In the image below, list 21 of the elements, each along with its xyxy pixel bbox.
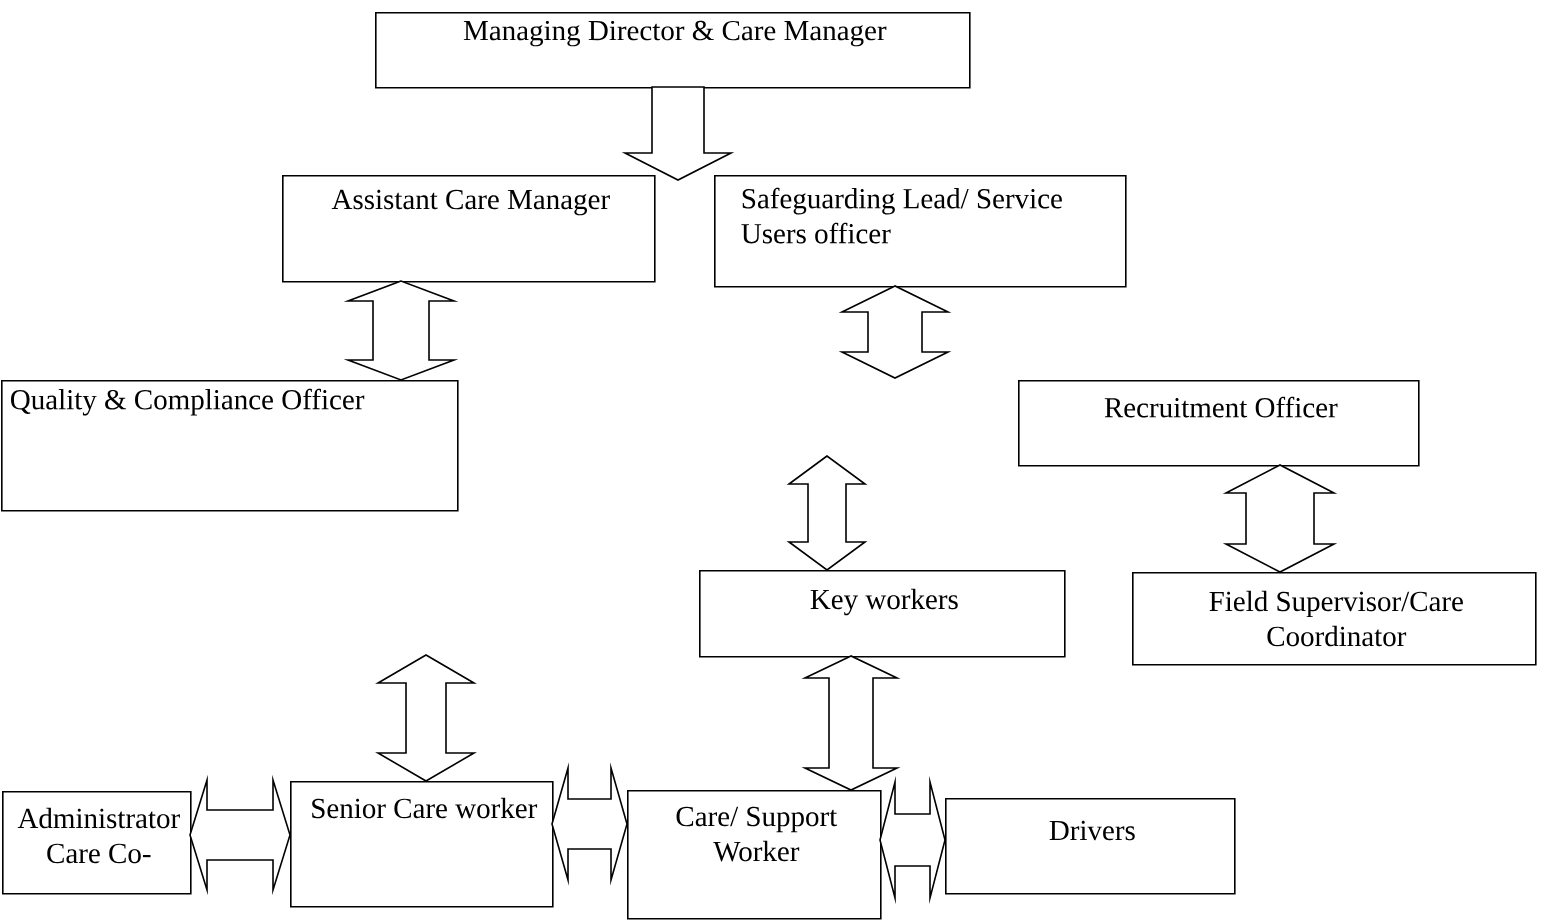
org-box: Drivers bbox=[945, 798, 1236, 895]
org-box: Safeguarding Lead/ Service Users officer bbox=[714, 175, 1127, 288]
org-box: Care/ Support Worker bbox=[627, 790, 882, 920]
org-box: Assistant Care Manager bbox=[282, 175, 656, 283]
block-arrow bbox=[375, 654, 477, 782]
block-arrow bbox=[343, 280, 459, 381]
block-arrow bbox=[189, 774, 291, 896]
block-arrow bbox=[621, 86, 735, 181]
org-box: Field Supervisor/Care Coordinator bbox=[1132, 572, 1537, 666]
org-box: Managing Director & Care Manager bbox=[375, 12, 971, 89]
block-arrow bbox=[838, 285, 952, 379]
org-box: Quality & Compliance Officer bbox=[1, 380, 459, 512]
block-arrow bbox=[1222, 464, 1338, 573]
block-arrow bbox=[786, 455, 868, 571]
block-arrow bbox=[879, 775, 946, 905]
block-arrow bbox=[801, 655, 901, 791]
org-box: Senior Care worker bbox=[290, 781, 554, 908]
org-box: Administrator Care Co- bbox=[2, 791, 192, 895]
org-box: Recruitment Officer bbox=[1018, 380, 1420, 467]
block-arrow bbox=[551, 762, 628, 886]
org-box: Key workers bbox=[699, 570, 1066, 658]
